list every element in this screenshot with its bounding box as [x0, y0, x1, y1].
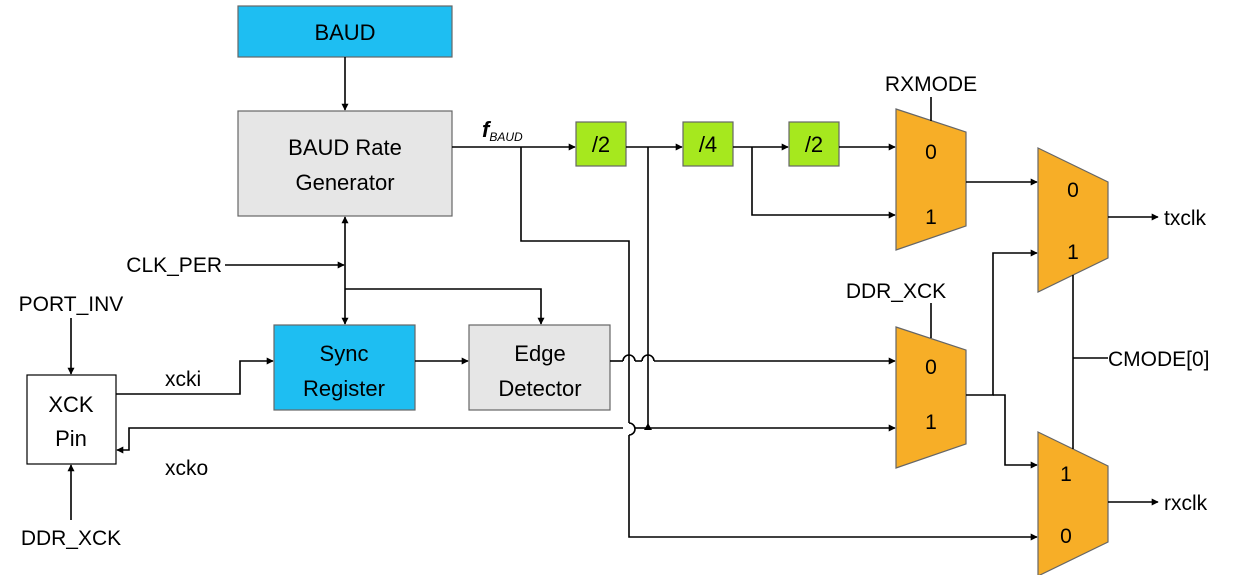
divider-box [682, 121, 734, 167]
txclk-label: txclk [1164, 207, 1207, 230]
ddr-xck-mux-label: DDR_XCK [846, 280, 946, 303]
ddr-xck-mux: 0 1 [895, 326, 967, 469]
txclk-mux-shape [1037, 147, 1109, 293]
divider-by-2-first: /2 [575, 121, 627, 167]
xcki-label: xcki [165, 368, 201, 391]
xck-pin-block: XCK Pin [26, 374, 117, 465]
txclk-mux-input0-label: 0 [1067, 179, 1079, 202]
divider-by-4: /4 [682, 121, 734, 167]
edge-detector-box [468, 324, 611, 411]
divider-by-2-second: /2 [788, 121, 840, 167]
baud-register-block: BAUD [237, 5, 453, 58]
edge-detector-label-line1: Edge [514, 341, 565, 366]
rxclk-mux-input1-label: 1 [1060, 463, 1072, 486]
wire-xcko-to-pin [116, 427, 623, 454]
wire-fbaud-to-rxclk-mux-in0 [628, 435, 1038, 541]
wires [67, 57, 1159, 541]
rxclk-mux: 1 0 [1037, 431, 1109, 575]
sync-register-label-line1: Sync [320, 341, 369, 366]
edge-detector-block: Edge Detector [468, 324, 611, 411]
wire-hop [641, 354, 655, 362]
wire-hop [628, 422, 636, 436]
rxclk-mux-shape [1037, 431, 1109, 575]
xck-pin-label-line1: XCK [48, 392, 94, 417]
divider-label: /2 [805, 132, 823, 157]
wire-hop [622, 354, 636, 362]
edge-detector-label-line2: Detector [498, 376, 581, 401]
baud-rate-generator-label-line2: Generator [295, 170, 394, 195]
wire-fbaud-tap [520, 147, 630, 423]
xck-pin-box [26, 374, 117, 465]
divider-box [788, 121, 840, 167]
port-inv-label: PORT_INV [19, 293, 124, 316]
rxmode-label: RXMODE [885, 73, 977, 96]
txclk-mux: 0 1 [1037, 147, 1109, 293]
baud-register-label: BAUD [314, 20, 375, 45]
ddr-xck-pin-label: DDR_XCK [21, 527, 121, 550]
xck-pin-label-line2: Pin [55, 426, 87, 451]
ddr-xck-mux-input0-label: 0 [925, 356, 937, 379]
ddr-xck-mux-input1-label: 1 [925, 411, 937, 434]
fbaud-label-main: f [482, 117, 492, 142]
divider-box [575, 121, 627, 167]
rxmode-mux: 0 1 [895, 108, 967, 251]
baud-rate-generator-box [237, 110, 453, 217]
cmode-label: CMODE[0] [1108, 348, 1210, 371]
wire-ddr-to-tx-mux-in1 [966, 249, 1038, 396]
sync-register-label-line2: Register [303, 376, 385, 401]
fbaud-label-sub: BAUD [489, 130, 523, 144]
baud-rate-generator-block: BAUD Rate Generator [237, 110, 453, 217]
xcko-label: xcko [165, 457, 208, 480]
fbaud-label: fBAUD [482, 117, 523, 144]
rxclk-mux-input0-label: 0 [1060, 525, 1072, 548]
wire-xcki [116, 357, 274, 395]
junction-arrow [644, 423, 652, 430]
divider-label: /4 [699, 132, 717, 157]
rxmode-mux-input0-label: 0 [925, 141, 937, 164]
signal-labels: fBAUD CLK_PER PORT_INV xcki xcko DDR_XCK… [19, 73, 1210, 550]
rxmode-mux-shape [895, 108, 967, 251]
ddr-xck-mux-shape [895, 326, 967, 469]
wire-clk-to-edge-detector [345, 288, 545, 325]
sync-register-block: Sync Register [273, 324, 416, 411]
wire-div4-to-rxmode-mux-in1 [751, 147, 896, 219]
txclk-mux-input1-label: 1 [1067, 241, 1079, 264]
divider-label: /2 [592, 132, 610, 157]
baud-rate-generator-label-line1: BAUD Rate [288, 135, 402, 160]
baud-register-box [237, 5, 453, 58]
sync-register-box [273, 324, 416, 411]
rxclk-label: rxclk [1164, 492, 1208, 515]
clk-per-label: CLK_PER [126, 254, 222, 277]
wire-ddr-to-rx-mux-in1 [993, 394, 1038, 469]
rxmode-mux-input1-label: 1 [925, 206, 937, 229]
